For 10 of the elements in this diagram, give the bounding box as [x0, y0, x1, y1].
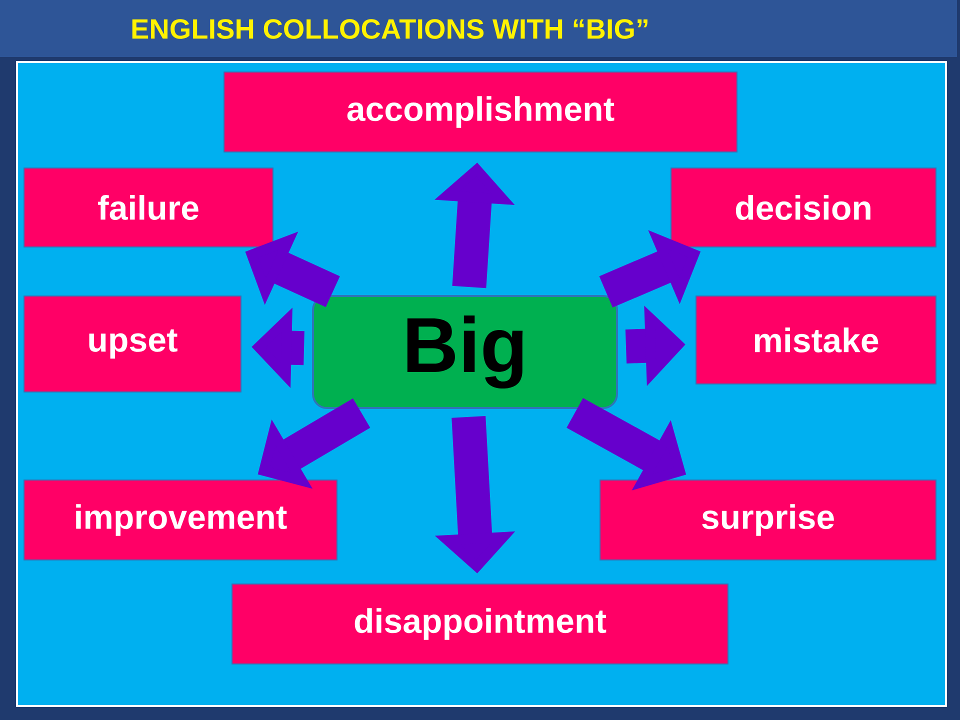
center-box: Big: [312, 295, 618, 409]
word-box: mistake: [696, 296, 937, 384]
word-box: surprise: [600, 480, 937, 560]
title: ENGLISH COLLOCATIONS WITH “BIG”: [132, 19, 648, 39]
word-box: decision: [670, 168, 937, 248]
word-box: accomplishment: [224, 72, 738, 152]
word-box: improvement: [24, 480, 338, 560]
word-box: disappointment: [232, 584, 728, 664]
word-box: upset: [24, 296, 242, 392]
word-box: failure: [24, 168, 274, 248]
